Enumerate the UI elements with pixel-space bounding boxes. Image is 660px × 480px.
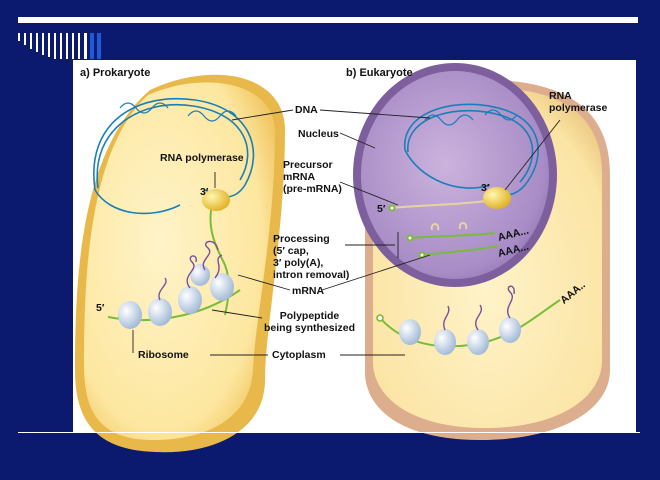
polypeptides-left bbox=[158, 240, 223, 301]
five-prime-left-label: 5′ bbox=[96, 302, 105, 314]
rna-transcript-left bbox=[209, 199, 230, 316]
cytoplasm-label: Cytoplasm bbox=[272, 349, 326, 361]
three-prime-left-label: 3′ bbox=[200, 186, 209, 198]
ribosomes-right bbox=[399, 317, 521, 355]
dna-loop-right bbox=[404, 103, 539, 196]
mrna-label: mRNA bbox=[292, 285, 325, 297]
bottom-rule bbox=[18, 432, 640, 433]
dna-loop-left bbox=[93, 97, 255, 215]
rna-polymerase-right bbox=[483, 187, 511, 209]
leader-lines bbox=[132, 109, 561, 356]
rna-polymerase-left-label: RNA polymerase bbox=[160, 152, 244, 164]
title-rule bbox=[18, 17, 638, 23]
decorative-stripes bbox=[18, 33, 101, 59]
rna-polymerase-right-label: RNA polymerase bbox=[549, 90, 608, 114]
prokaryote-title: a) Prokaryote bbox=[80, 67, 151, 79]
nucleus-label: Nucleus bbox=[298, 128, 339, 140]
five-prime-cap-right bbox=[376, 314, 384, 322]
processing-strands bbox=[388, 204, 499, 259]
polypeptide-label: Polypeptide being synthesized bbox=[264, 310, 356, 334]
nucleus bbox=[353, 63, 557, 287]
processing-label: Processing (5′ cap, 3′ poly(A), intron r… bbox=[273, 233, 350, 281]
prokaryote-cell bbox=[75, 74, 285, 453]
polypeptides-right bbox=[443, 285, 515, 331]
eukaryote-title: b) Eukaryote bbox=[346, 67, 413, 79]
dna-label: DNA bbox=[295, 104, 318, 116]
precursor-mrna-label: Precursor mRNA (pre-mRNA) bbox=[283, 159, 342, 195]
ribosomes-left bbox=[118, 264, 234, 329]
three-prime-right-label: 3′ bbox=[481, 182, 490, 194]
rna-polymerase-left bbox=[202, 189, 230, 211]
ribosome-label: Ribosome bbox=[138, 349, 189, 361]
five-prime-right-label: 5′ bbox=[377, 203, 386, 215]
